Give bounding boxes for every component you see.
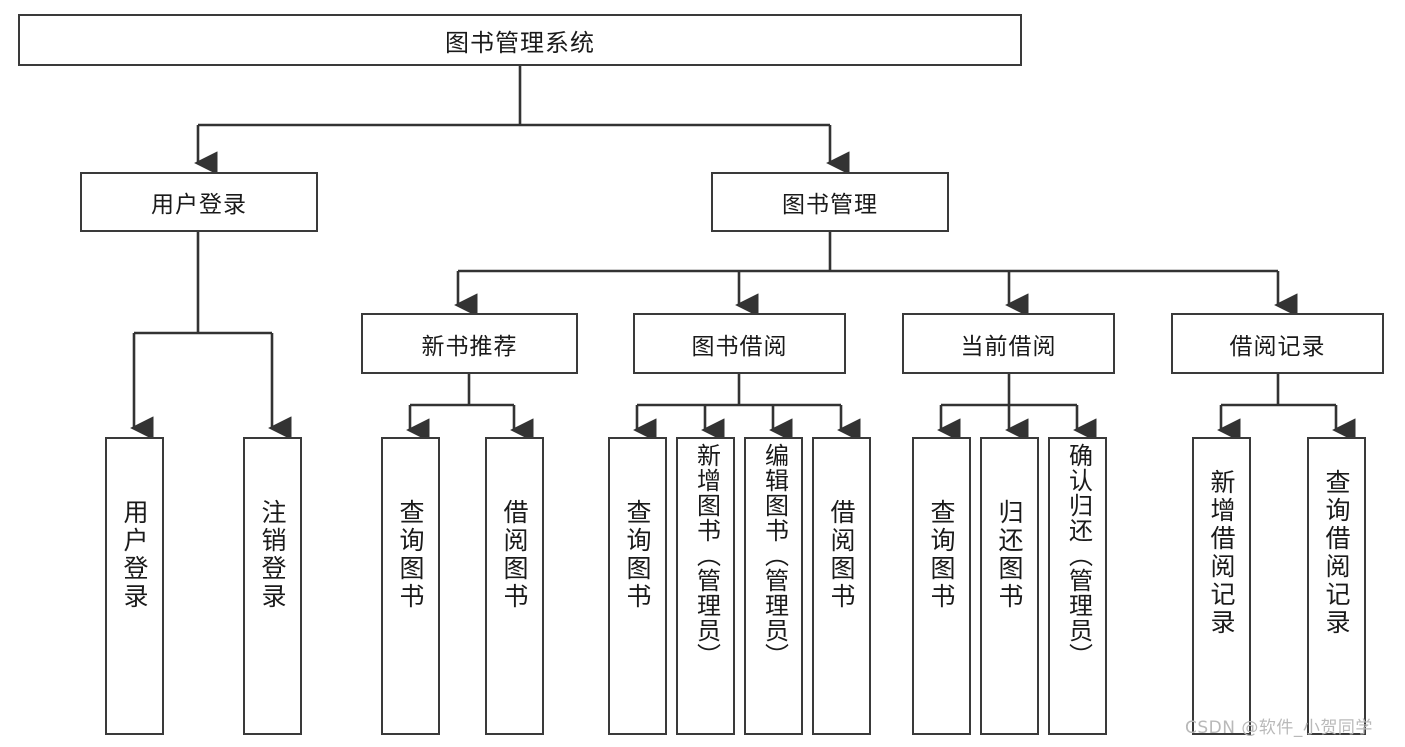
leaf-add-book[interactable]: 新增图书（管理员） — [676, 437, 735, 735]
node-new-book-recommend[interactable]: 新书推荐 — [361, 313, 578, 374]
node-label: 图书管理系统 — [445, 28, 595, 57]
leaf-borrow-book-borrow[interactable]: 借阅图书 — [812, 437, 871, 735]
leaf-add-borrow-record[interactable]: 新增借阅记录 — [1192, 437, 1251, 735]
leaf-query-book-recommend[interactable]: 查询图书 — [381, 437, 440, 735]
leaf-label: 归还图书 — [995, 499, 1024, 611]
leaf-confirm-return[interactable]: 确认归还（管理员） — [1048, 437, 1107, 735]
node-user-login[interactable]: 用户登录 — [80, 172, 318, 232]
leaf-query-book-current[interactable]: 查询图书 — [912, 437, 971, 735]
node-root-book-management-system[interactable]: 图书管理系统 — [18, 14, 1022, 66]
leaf-label: 新增借阅记录 — [1207, 469, 1236, 637]
node-label: 当前借阅 — [960, 333, 1057, 360]
leaf-label: 查询图书 — [623, 499, 652, 611]
node-book-management[interactable]: 图书管理 — [711, 172, 949, 232]
leaf-label: 借阅图书 — [500, 499, 529, 611]
leaf-edit-book[interactable]: 编辑图书（管理员） — [744, 437, 803, 735]
leaf-label: 注销登录 — [258, 499, 287, 611]
leaf-logout-login[interactable]: 注销登录 — [243, 437, 302, 735]
leaf-label: 借阅图书 — [827, 499, 856, 611]
node-label: 用户登录 — [151, 192, 247, 218]
leaf-label: 查询借阅记录 — [1322, 469, 1351, 637]
node-label: 图书管理 — [782, 192, 878, 218]
leaf-label: 查询图书 — [927, 499, 956, 611]
leaf-user-login[interactable]: 用户登录 — [105, 437, 164, 735]
node-label: 借阅记录 — [1229, 333, 1326, 360]
leaf-label: 用户登录 — [120, 499, 149, 611]
leaf-borrow-book-recommend[interactable]: 借阅图书 — [485, 437, 544, 735]
leaf-query-borrow-record[interactable]: 查询借阅记录 — [1307, 437, 1366, 735]
leaf-label: 确认归还（管理员） — [1064, 443, 1093, 668]
node-book-borrow[interactable]: 图书借阅 — [633, 313, 846, 374]
node-label: 图书借阅 — [691, 333, 788, 360]
node-label: 新书推荐 — [421, 333, 518, 360]
leaf-return-book[interactable]: 归还图书 — [980, 437, 1039, 735]
node-borrow-record[interactable]: 借阅记录 — [1171, 313, 1384, 374]
leaf-label: 编辑图书（管理员） — [760, 443, 789, 668]
leaf-label: 查询图书 — [396, 499, 425, 611]
leaf-query-book-borrow[interactable]: 查询图书 — [608, 437, 667, 735]
node-current-borrow[interactable]: 当前借阅 — [902, 313, 1115, 374]
csdn-watermark: CSDN @软件_小贺同学 — [1185, 718, 1373, 738]
leaf-label: 新增图书（管理员） — [692, 443, 721, 668]
